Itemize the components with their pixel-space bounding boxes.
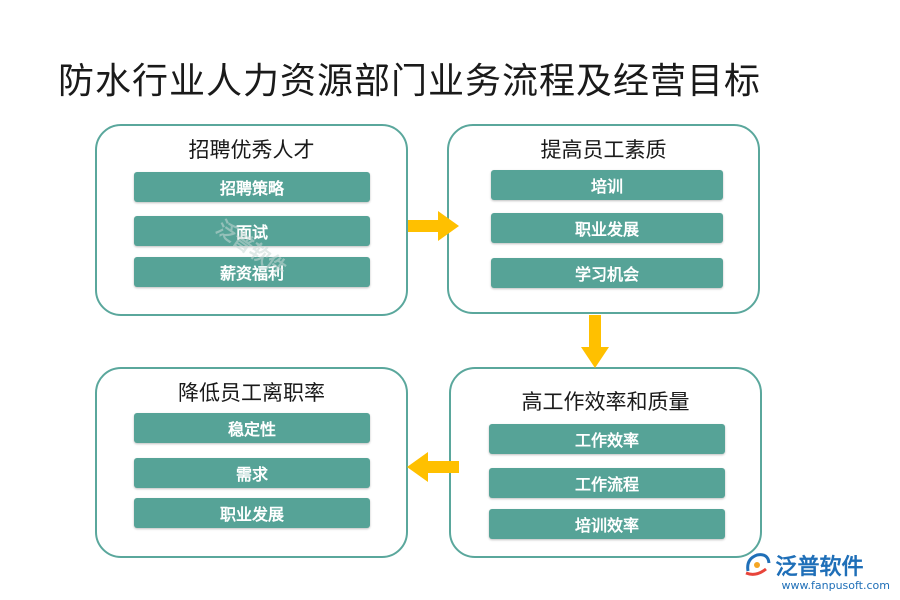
item-bar: 培训效率	[489, 509, 725, 539]
item-bar: 稳定性	[134, 413, 370, 443]
item-bar: 学习机会	[491, 258, 723, 288]
item-bar: 工作效率	[489, 424, 725, 454]
logo-name: 泛普软件	[775, 555, 864, 580]
card-title: 招聘优秀人才	[188, 138, 315, 162]
item-bar: 职业发展	[491, 213, 723, 243]
item-bar: 工作流程	[489, 468, 725, 498]
arrow-left-icon	[407, 452, 459, 482]
item-bar: 招聘策略	[134, 172, 370, 202]
card-title: 降低员工离职率	[178, 381, 325, 405]
arrow-down-icon	[581, 315, 609, 368]
card-title: 高工作效率和质量	[521, 390, 690, 414]
fanpu-logo-icon	[744, 553, 771, 576]
logo-url: www.fanpusoft.com	[781, 579, 890, 592]
page-title: 防水行业人力资源部门业务流程及经营目标	[58, 61, 762, 102]
item-bar: 职业发展	[134, 498, 370, 528]
card-retention: 降低员工离职率 稳定性 需求 职业发展	[95, 367, 408, 558]
item-bar: 需求	[134, 458, 370, 488]
card-quality: 提高员工素质 培训 职业发展 学习机会	[447, 124, 760, 314]
card-recruit: 招聘优秀人才 招聘策略 面试 薪资福利	[95, 124, 408, 316]
card-title: 提高员工素质	[540, 138, 667, 162]
brand-logo: 泛普软件 www.fanpusoft.com	[742, 549, 890, 592]
item-bar: 面试	[134, 216, 370, 246]
item-bar: 薪资福利	[134, 257, 370, 287]
card-efficiency: 高工作效率和质量 工作效率 工作流程 培训效率	[449, 367, 762, 558]
arrow-right-icon	[408, 211, 459, 241]
item-bar: 培训	[491, 170, 723, 200]
